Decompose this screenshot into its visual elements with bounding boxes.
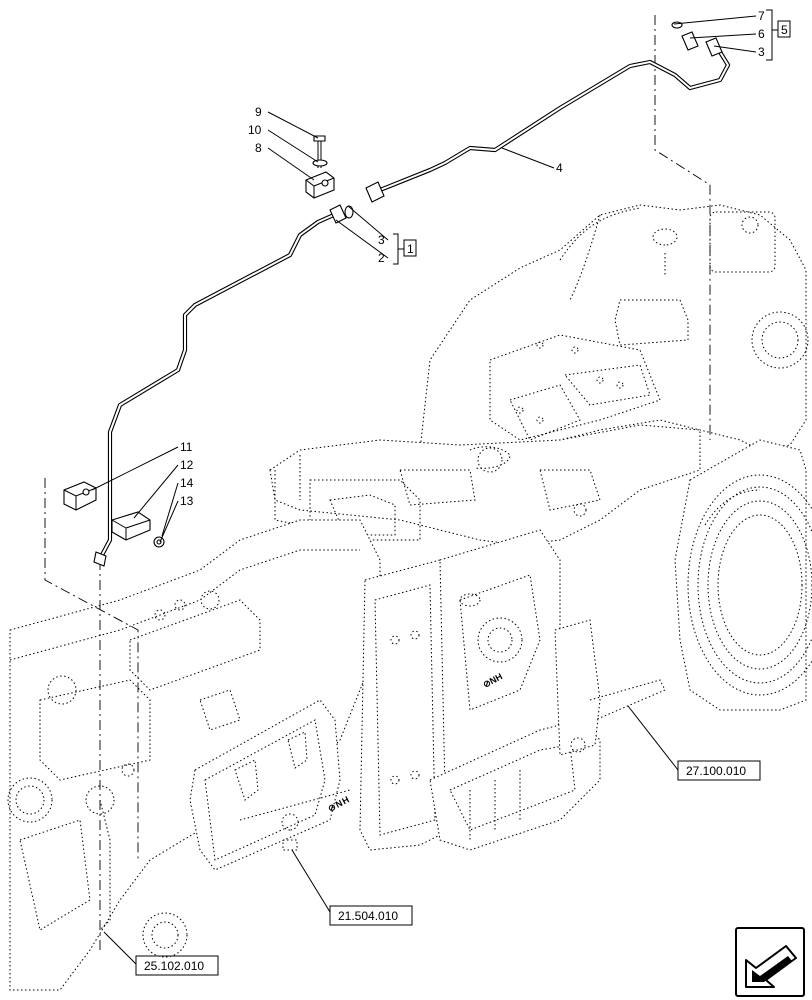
callout-14: 14: [180, 476, 194, 490]
callout-9: 9: [255, 105, 262, 119]
ref-link-25-102-010[interactable]: 25.102.010: [135, 955, 219, 976]
group-brackets: [393, 9, 778, 265]
callout-labels: 9 10 8 3 2 1 7 6 3 5 4 11 12 14 13: [180, 9, 791, 508]
callout-3-left: 3: [378, 233, 385, 247]
callout-8: 8: [255, 141, 262, 155]
callout-11: 11: [180, 440, 193, 454]
group-box-5: [777, 20, 791, 38]
ref-link-21-504-010[interactable]: 21.504.010: [329, 905, 413, 926]
callout-12: 12: [180, 458, 194, 472]
callout-7: 7: [758, 9, 765, 23]
ref-label-25-102-010[interactable]: 25.102.010: [144, 959, 204, 973]
callout-13: 13: [180, 494, 194, 508]
group-label-1: 1: [407, 242, 414, 256]
callout-6: 6: [758, 27, 765, 41]
callout-10: 10: [248, 123, 262, 137]
callout-3-right: 3: [758, 45, 765, 59]
phantom-lines: [44, 15, 711, 950]
brake-pipe: [99, 49, 731, 558]
callout-4: 4: [556, 161, 563, 175]
group-label-5: 5: [781, 23, 788, 37]
reference-links: 27.100.010 21.504.010 25.102.010: [135, 760, 761, 976]
leader-lines: [91, 15, 757, 965]
ref-link-27-100-010[interactable]: 27.100.010: [677, 760, 761, 781]
ref-label-21-504-010[interactable]: 21.504.010: [338, 909, 398, 923]
prev-page-arrow-icon[interactable]: [735, 927, 805, 997]
callout-2: 2: [378, 251, 385, 265]
group-box-1: [403, 239, 417, 257]
ref-label-27-100-010[interactable]: 27.100.010: [686, 764, 746, 778]
transmission-housing: ⊘NH ⊘NH: [7, 204, 812, 991]
